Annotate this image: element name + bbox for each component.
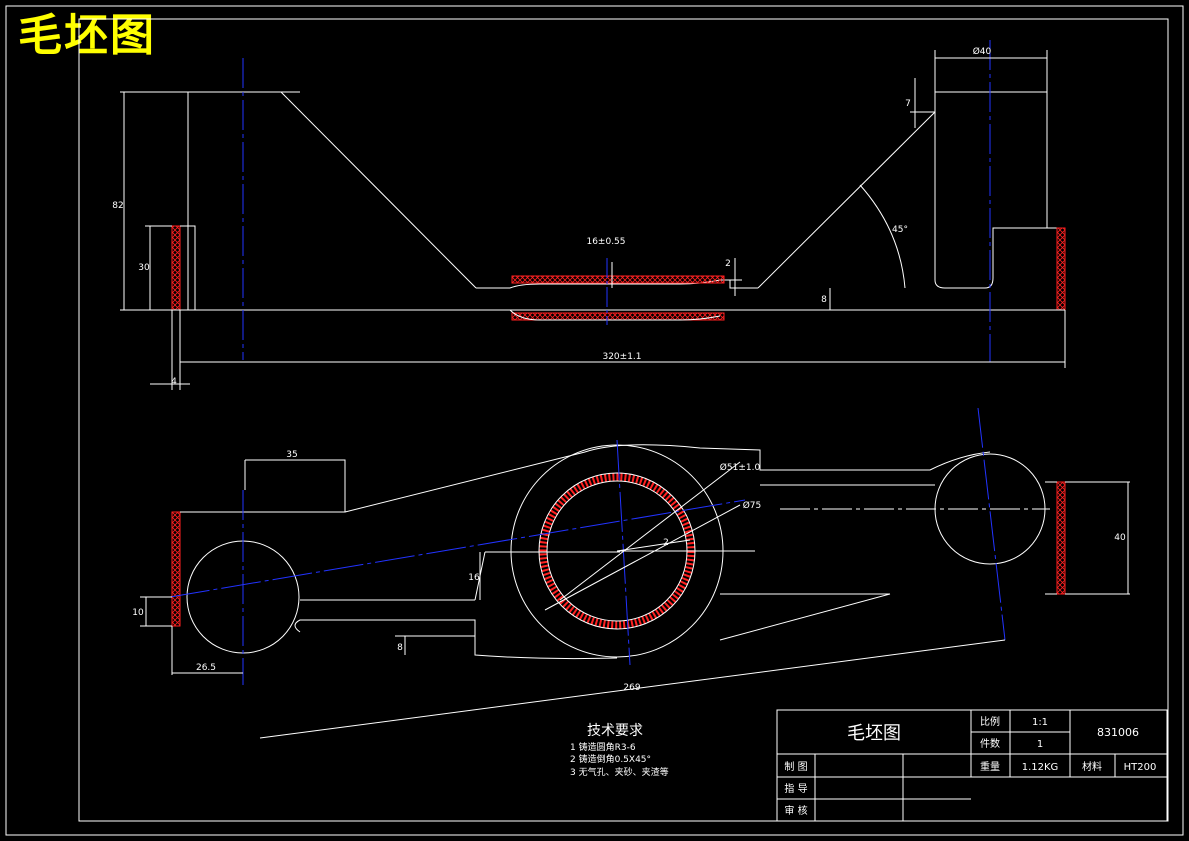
dim-2-mid: 2	[663, 538, 669, 548]
title-block-drawn-label: 制 图	[784, 760, 807, 773]
title-block-text: 毛坯图 比例 1:1 件数 1 831006 重量 1.12KG 材料 HT20…	[784, 715, 1156, 817]
right-hatch-top	[1056, 227, 1066, 311]
title-block-count-value: 1	[1037, 739, 1043, 750]
right-hatch-bottom	[1056, 481, 1066, 595]
dim-16: 16	[468, 573, 480, 583]
dim-8-bottom: 8	[397, 643, 403, 653]
dim-30: 30	[138, 263, 150, 273]
top-view-dim-text: 35 Ø51±1.0 Ø75 2 16 10 8 26.5 269 40	[132, 450, 1126, 693]
title-block-weight-value: 1.12KG	[1022, 762, 1059, 773]
title-block-scale-label: 比例	[980, 715, 1000, 728]
tech-requirements-heading: 技术要求	[587, 723, 643, 739]
dim-angle-45: 45°	[892, 225, 908, 235]
title-block-guide-label: 指 导	[784, 782, 807, 795]
title-block-count-label: 件数	[980, 737, 1000, 750]
dim-26-5: 26.5	[196, 663, 216, 673]
dim-35: 35	[286, 450, 297, 460]
title-block-scale-value: 1:1	[1032, 717, 1048, 728]
top-view	[140, 407, 1130, 739]
tech-requirement-2: 2 铸造倒角0.5X45°	[570, 753, 651, 765]
drawing-title: 毛坯图	[18, 10, 156, 61]
dim-10: 10	[132, 608, 144, 618]
dim-4: 4	[171, 377, 177, 387]
title-block-material-value: HT200	[1124, 762, 1157, 773]
outer-border	[5, 5, 1184, 836]
dim-320: 320±1.1	[602, 352, 641, 362]
tech-requirement-3: 3 无气孔、夹砂、夹渣等	[570, 766, 669, 778]
dim-diameter-40: Ø40	[973, 46, 992, 57]
dim-8-top: 8	[821, 295, 827, 305]
title-block-material-label: 材料	[1082, 760, 1102, 773]
dim-16-tol: 16±0.55	[586, 237, 625, 247]
title-block-name: 毛坯图	[847, 723, 901, 744]
inner-border	[78, 18, 1169, 822]
dim-82: 82	[112, 201, 123, 211]
title-block-weight-label: 重量	[980, 760, 1000, 773]
web-hatch-bottom	[511, 312, 725, 321]
dim-7: 7	[905, 99, 911, 109]
dim-diameter-51: Ø51±1.0	[720, 462, 761, 473]
left-hatch-top	[171, 225, 181, 311]
front-view-dim-text: Ø40 7 82 30 16±0.55 2 8 45° 320±1.1 4	[112, 46, 991, 387]
dim-40: 40	[1114, 533, 1126, 543]
title-block-drawing-number: 831006	[1097, 726, 1139, 739]
left-hatch-bottom	[171, 511, 181, 627]
title-block-review-label: 审 核	[784, 804, 807, 817]
dim-269: 269	[623, 683, 640, 693]
dim-diameter-75: Ø75	[743, 500, 762, 511]
web-hatch-top	[511, 275, 725, 284]
title-block	[776, 709, 1168, 822]
tech-requirement-1: 1 铸造圆角R3-6	[570, 741, 636, 753]
tech-requirements: 技术要求 1 铸造圆角R3-6 2 铸造倒角0.5X45° 3 无气孔、夹砂、夹…	[570, 723, 669, 778]
dim-2-top: 2	[725, 259, 731, 269]
front-view	[120, 40, 1066, 390]
